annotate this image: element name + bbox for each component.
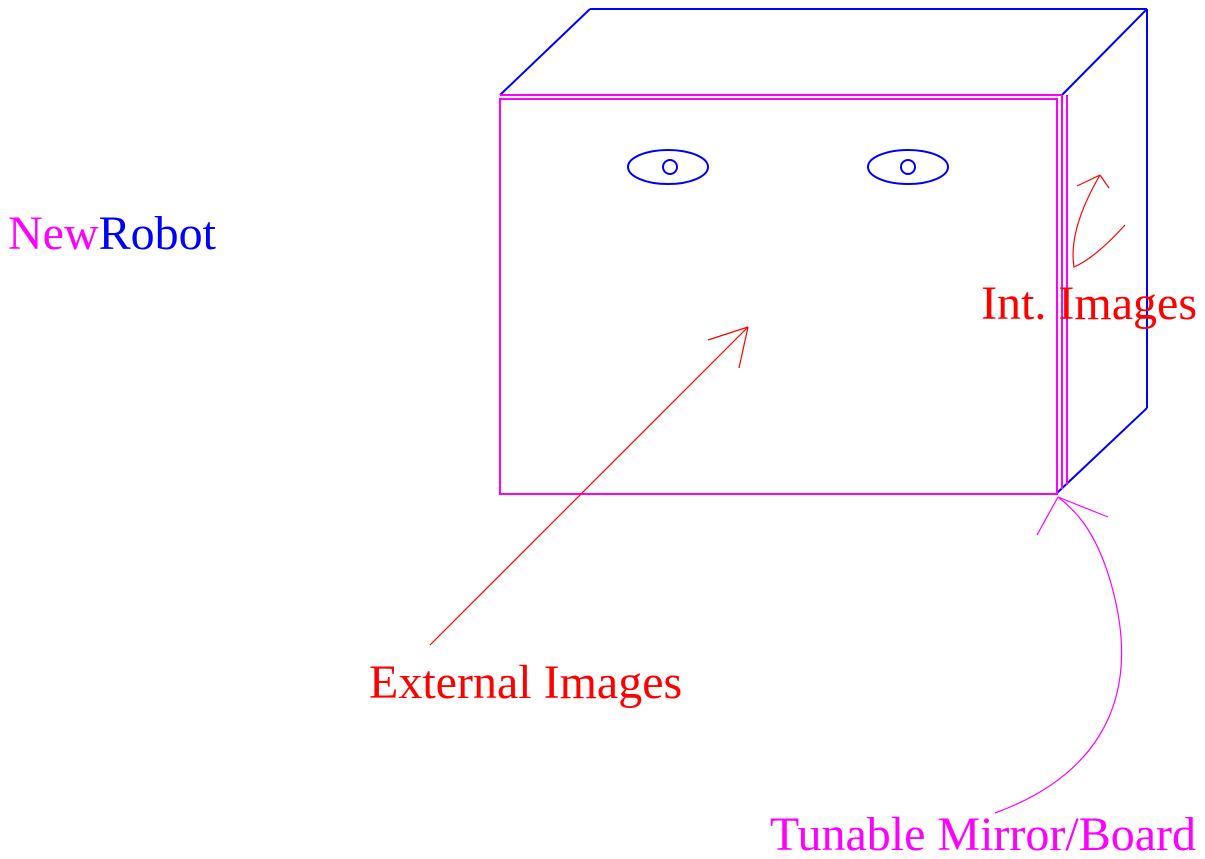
title-new: New xyxy=(8,207,99,260)
internal-images-arrow xyxy=(1072,174,1126,268)
box-bottom-right-edge xyxy=(1056,407,1148,494)
internal-images-label: Int. Images xyxy=(981,277,1197,330)
external-images-arrow xyxy=(429,326,749,646)
tunable-mirror-label: Tunable Mirror/Board xyxy=(770,808,1196,859)
front-face-rect xyxy=(499,98,1058,495)
right-eye-icon xyxy=(867,149,949,185)
box-top-right-edge xyxy=(1061,8,1148,96)
tunable-mirror-arrow xyxy=(994,496,1123,814)
robot-front-face xyxy=(499,94,1068,495)
robot-title: NewRobot xyxy=(8,207,217,260)
robot-box-body xyxy=(499,8,1148,494)
box-top-left-edge xyxy=(499,8,591,96)
external-images-label: External Images xyxy=(369,656,682,709)
left-eye-icon xyxy=(627,149,709,185)
title-robot: Robot xyxy=(99,207,217,260)
